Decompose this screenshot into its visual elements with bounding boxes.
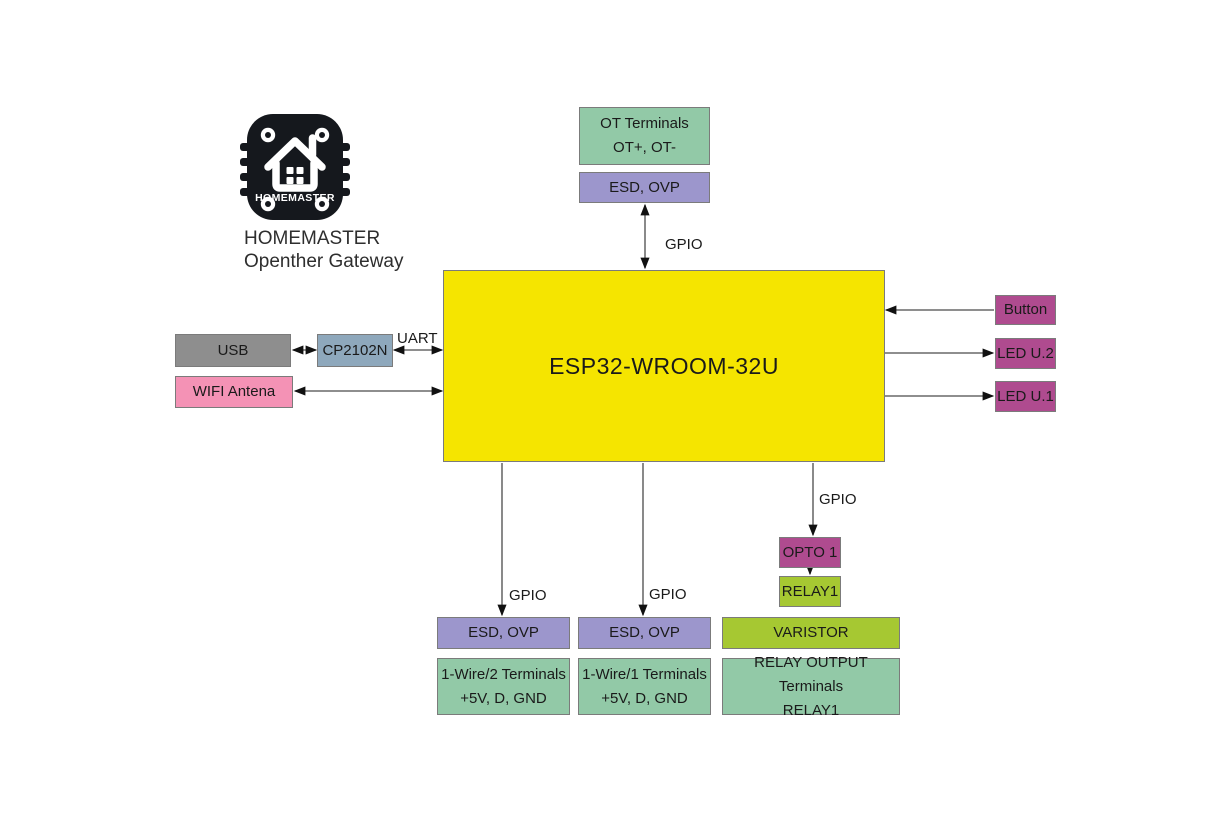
block-label: ESD, OVP xyxy=(609,624,680,641)
logo-wordmark: HOMEMASTER xyxy=(255,192,335,204)
label-gpio-top: GPIO xyxy=(665,236,703,253)
house-icon xyxy=(264,134,326,192)
block-label: OT Terminals xyxy=(600,115,689,132)
esp32-label: ESP32-WROOM-32U xyxy=(549,353,779,379)
block-wifi-antena: WIFI Antena xyxy=(175,376,293,408)
block-label: LED U.1 xyxy=(997,387,1054,405)
block-cp2102n: CP2102N xyxy=(317,334,393,367)
block-label: LED U.2 xyxy=(997,344,1054,362)
block-1wire2-terminals: 1-Wire/2 Terminals +5V, D, GND xyxy=(437,658,570,715)
label-gpio-bottom-mid: GPIO xyxy=(649,586,687,603)
block-label: 1-Wire/1 Terminals xyxy=(582,665,707,683)
block-label: +5V, D, GND xyxy=(460,689,547,707)
block-usb: USB xyxy=(175,334,291,367)
label-uart: UART xyxy=(397,330,438,347)
block-varistor: VARISTOR xyxy=(722,617,900,649)
block-relay-output-terminals: RELAY OUTPUT Terminals RELAY1 xyxy=(722,654,900,719)
block-label: USB xyxy=(217,341,249,359)
block-esd-ovp-top: ESD, OVP xyxy=(579,172,710,203)
block-label: CP2102N xyxy=(322,341,388,359)
block-label: ESD, OVP xyxy=(609,178,680,196)
block-1wire1-terminals: 1-Wire/1 Terminals +5V, D, GND xyxy=(578,658,711,715)
block-button: Button xyxy=(995,295,1056,325)
block-led-u1: LED U.1 xyxy=(995,381,1056,412)
block-label: RELAY1 xyxy=(782,701,840,719)
brand-title-line1: HOMEMASTER xyxy=(244,228,381,249)
block-label: 1-Wire/2 Terminals xyxy=(441,665,566,683)
brand-title-line2: Openther Gateway xyxy=(244,251,404,272)
house-windows xyxy=(286,167,304,184)
block-label: RELAY OUTPUT Terminals xyxy=(754,653,868,695)
homemaster-logo: HOMEMASTER xyxy=(240,114,350,220)
block-label: VARISTOR xyxy=(773,624,849,641)
block-esd-ovp-mid: ESD, OVP xyxy=(578,617,711,649)
label-gpio-bottom-left: GPIO xyxy=(509,587,547,604)
block-label: WIFI Antena xyxy=(192,383,276,400)
block-label: +5V, D, GND xyxy=(601,689,688,707)
block-opto1: OPTO 1 xyxy=(779,537,841,568)
block-label: RELAY1 xyxy=(781,582,839,600)
block-label: OPTO 1 xyxy=(782,543,838,561)
block-label: Button xyxy=(1003,301,1048,318)
block-esd-ovp-left: ESD, OVP xyxy=(437,617,570,649)
block-led-u2: LED U.2 xyxy=(995,338,1056,369)
block-esp32: ESP32-WROOM-32U xyxy=(443,270,885,462)
block-label: OT+, OT- xyxy=(613,139,676,156)
brand-title: HOMEMASTER Openther Gateway xyxy=(244,227,403,273)
block-ot-terminals: OT Terminals OT+, OT- xyxy=(579,107,710,165)
label-gpio-relay: GPIO xyxy=(819,491,857,508)
logo-screws xyxy=(260,127,330,212)
block-relay1: RELAY1 xyxy=(779,576,841,607)
block-label: ESD, OVP xyxy=(468,624,539,641)
